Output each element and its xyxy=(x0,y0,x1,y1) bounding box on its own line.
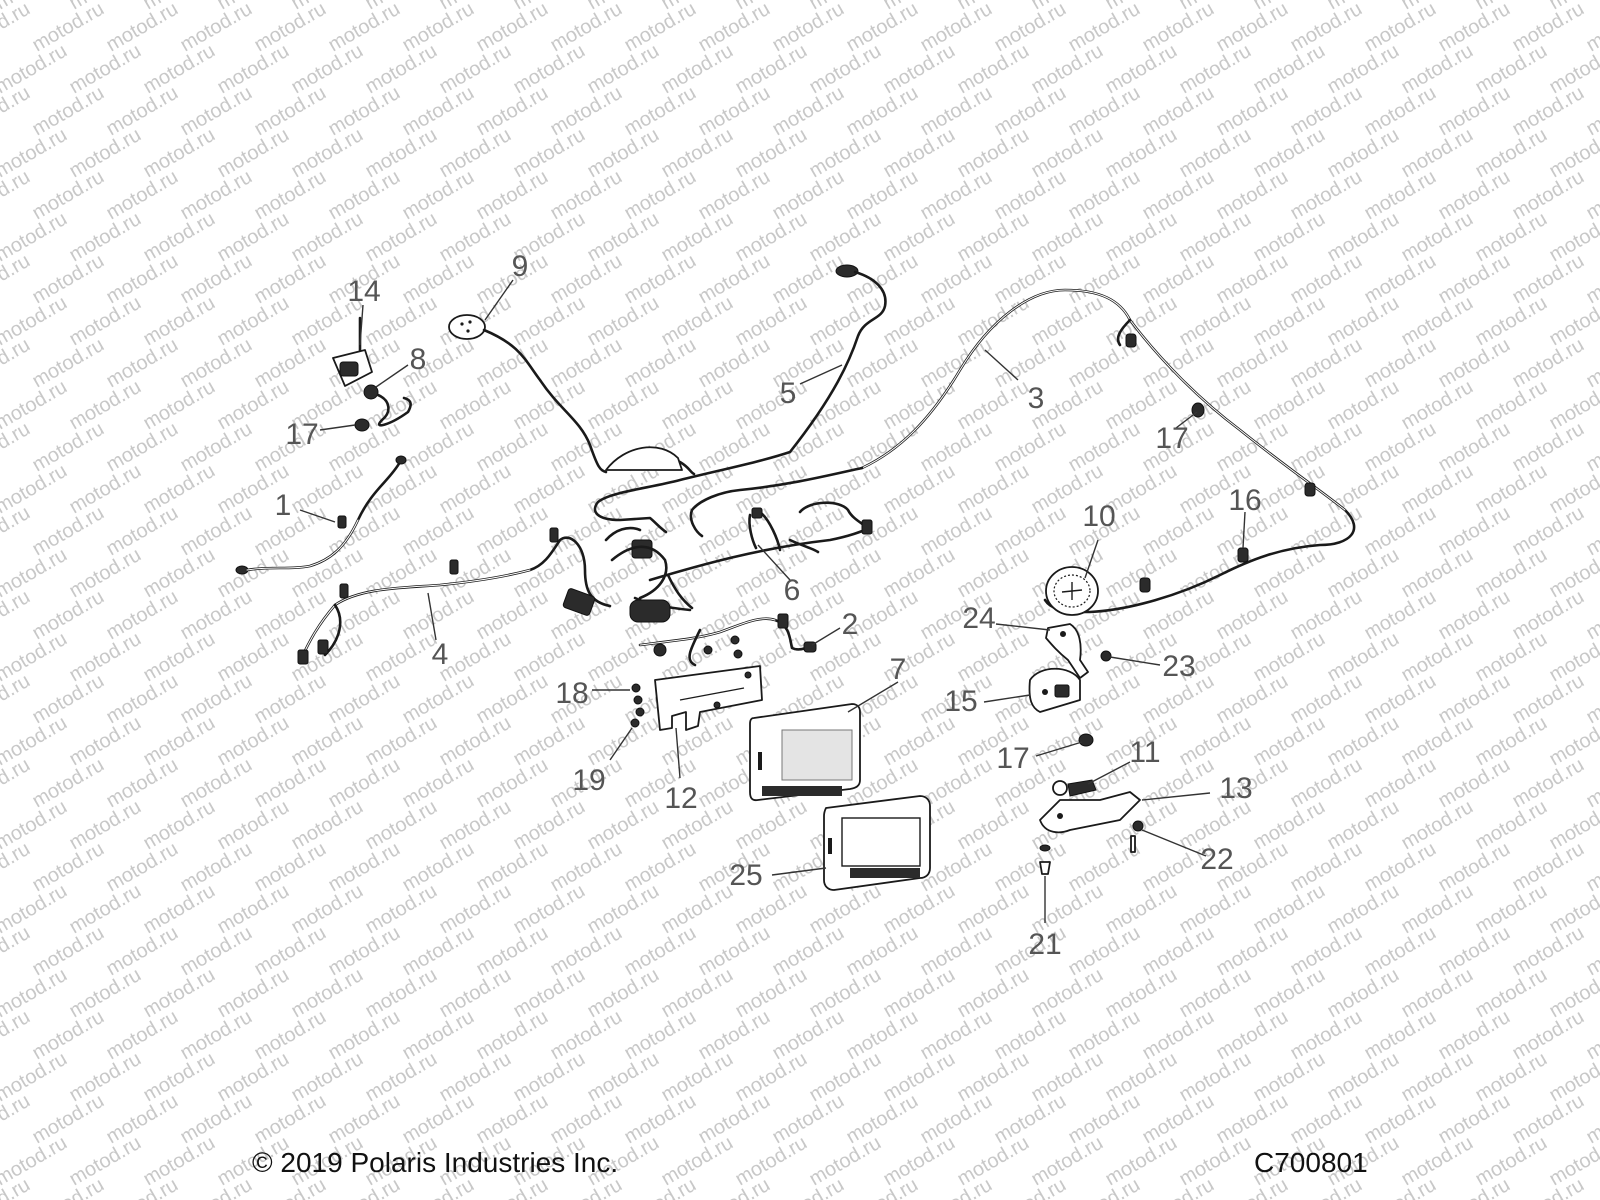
callout-14: 14 xyxy=(347,275,380,308)
gauge-part-10 xyxy=(1045,566,1099,616)
nuts-part-19 xyxy=(631,683,645,717)
callout-labels: 9 14 8 17 1 5 3 17 16 10 6 2 4 7 18 19 1… xyxy=(275,250,1262,961)
nut-part-22 xyxy=(1132,820,1144,832)
callout-24: 24 xyxy=(962,602,995,635)
leader-lines xyxy=(299,279,1246,923)
callout-3: 3 xyxy=(1028,382,1045,415)
callout-17b: 17 xyxy=(996,742,1029,775)
screws-near-bracket xyxy=(703,635,743,659)
connector-cap-icon xyxy=(1139,577,1151,593)
callout-11: 11 xyxy=(1129,736,1160,769)
callout-22: 22 xyxy=(1200,843,1233,876)
block-part-15 xyxy=(1028,667,1081,713)
callout-16: 16 xyxy=(1228,484,1261,517)
callout-4: 4 xyxy=(432,638,449,671)
nut-part-23 xyxy=(1100,650,1112,662)
bracket-part-13 xyxy=(1039,791,1141,834)
display-part-7 xyxy=(749,703,861,802)
callout-13: 13 xyxy=(1219,772,1252,805)
callout-5: 5 xyxy=(780,377,797,410)
nut-part-20 xyxy=(630,718,640,728)
plug-part-16 xyxy=(1237,547,1249,563)
harness-part-4 xyxy=(297,527,612,665)
harness-part-5 xyxy=(593,264,887,534)
callout-21: 21 xyxy=(1028,928,1061,961)
bracket-part-24 xyxy=(1045,623,1089,679)
rear-harness-part-3 xyxy=(860,288,1356,614)
callout-10: 10 xyxy=(1082,500,1115,533)
callout-8: 8 xyxy=(410,343,427,376)
harness-part-6 xyxy=(648,466,873,582)
plug-part-17 xyxy=(354,418,370,432)
copyright-notice: © 2019 Polaris Industries Inc. xyxy=(252,1147,619,1178)
callout-25: 25 xyxy=(729,859,762,892)
callout-2: 2 xyxy=(842,608,859,641)
plug-part-17 xyxy=(1078,733,1094,747)
display-part-25 xyxy=(823,795,931,891)
harness-part-2 xyxy=(638,613,817,667)
callout-17a: 17 xyxy=(285,418,318,451)
callout-9: 9 xyxy=(512,250,529,283)
callout-1: 1 xyxy=(275,489,292,522)
callout-12: 12 xyxy=(664,782,697,815)
callout-19: 18 xyxy=(555,677,588,710)
diagram-code: C700801 xyxy=(1254,1147,1368,1178)
screw-part-21 xyxy=(1039,844,1051,875)
callout-18: 17 xyxy=(1155,422,1188,455)
harness-part-1 xyxy=(235,455,407,575)
callout-6: 6 xyxy=(784,574,801,607)
callout-7: 7 xyxy=(890,653,907,686)
harness-junction xyxy=(562,526,694,623)
callout-20: 19 xyxy=(572,764,605,797)
screw-part-22 xyxy=(1130,835,1136,853)
bracket-part-14 xyxy=(332,316,373,387)
bracket-part-12 xyxy=(654,665,763,731)
harness-part-9 xyxy=(448,314,696,476)
callout-15: 15 xyxy=(944,685,977,718)
connector-cap-icon xyxy=(1304,482,1316,497)
harness-part-8 xyxy=(363,384,412,427)
connector-cap-icon xyxy=(1125,333,1137,348)
callout-23: 23 xyxy=(1162,650,1195,683)
